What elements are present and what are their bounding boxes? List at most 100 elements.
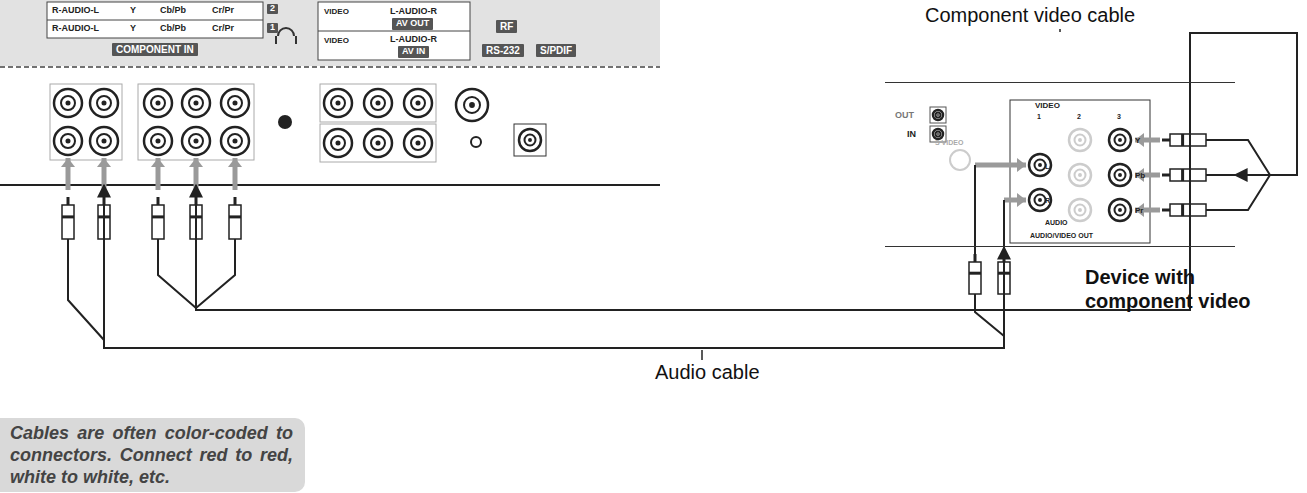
rca-jack [933, 129, 943, 139]
leader-line [1059, 29, 1061, 32]
cable-lead [68, 239, 104, 340]
panel-edge [0, 184, 660, 186]
rca-jack [144, 89, 172, 117]
rca-jack-ring [97, 96, 111, 110]
s-video-jack [950, 150, 970, 170]
port-title: RF [496, 20, 517, 33]
jack-frame [930, 107, 946, 123]
group-title: AUDIO/VIDEO OUT [1030, 232, 1093, 240]
rca-jack-ring [1115, 205, 1126, 216]
cable-label: Audio cable [652, 361, 763, 384]
label-table [47, 2, 263, 38]
rca-jack-pin [335, 100, 340, 105]
rca-jack-ring [936, 132, 941, 137]
rca-jack-pin [1118, 208, 1122, 212]
rca-jack [182, 89, 210, 117]
rca-jack [1029, 189, 1051, 211]
rca-jack [324, 89, 352, 117]
cable-lead [1206, 140, 1270, 175]
jack-label: Cb/Pb [160, 24, 186, 34]
jack-frame [138, 84, 254, 160]
plug-band [969, 272, 981, 275]
dashed-rule [0, 66, 660, 68]
rca-jack-pin [1038, 198, 1042, 202]
jack-frame [50, 84, 122, 160]
insert-arrowhead [1135, 133, 1144, 147]
jack-frame [1010, 100, 1150, 243]
rca-jack-pin [193, 138, 198, 143]
rs232-jack [471, 137, 481, 147]
rca-jack-pin [335, 140, 340, 145]
rca-jack [404, 129, 432, 157]
note-box: Cables are often color-coded to connecto… [0, 418, 305, 492]
jack-label: Y [1135, 137, 1140, 146]
leader-line [701, 350, 703, 360]
cable-lead [1206, 175, 1270, 210]
rca-jack-ring [151, 134, 165, 148]
rca-plug [1170, 134, 1206, 146]
cable [104, 185, 1004, 348]
rca-jack [90, 127, 118, 155]
jack-label: VIDEO [324, 37, 349, 46]
rca-jack [364, 89, 392, 117]
rca-jack [1029, 154, 1051, 176]
rca-jack-ring [1035, 160, 1046, 171]
rca-jack-pin [375, 140, 380, 145]
plug-band [62, 215, 74, 218]
jack-label: S VIDEO [935, 139, 963, 147]
rca-jack [90, 89, 118, 117]
rca-jack-pin [937, 133, 939, 135]
jack-label: Cr/Pr [212, 6, 234, 16]
jack-label: Pr [1135, 207, 1143, 216]
rca-jack-pin [1038, 163, 1042, 167]
rca-jack-pin [415, 140, 420, 145]
rca-jack [324, 129, 352, 157]
group-title: AV OUT [392, 18, 433, 30]
plug-band [1181, 134, 1184, 146]
device-panel: OUTINVIDEO123S VIDEOLRYPbPrAUDIOAUDIO/VI… [885, 82, 1235, 247]
jack-label: L-AUDIO-R [390, 7, 437, 17]
rca-jack [456, 89, 488, 121]
plug-band [229, 215, 241, 218]
rca-jack-ring [371, 136, 385, 150]
input-number: 1 [267, 23, 278, 33]
rca-jack-ring [331, 136, 345, 150]
rca-jack-pin [1078, 173, 1082, 177]
rca-jack-ring [1035, 195, 1046, 206]
rca-jack-pin [65, 138, 70, 143]
column-number: 1 [1037, 113, 1041, 121]
tv-panel: R-AUDIO-LYCb/PbCr/Pr2R-AUDIO-LYCb/PbCr/P… [0, 0, 660, 185]
cable-lead [1206, 174, 1235, 176]
group-title: AUDIO [1045, 219, 1068, 227]
cable-lead [158, 239, 196, 308]
rca-jack-pin [232, 138, 237, 143]
column-number: 2 [1077, 113, 1081, 121]
insert-arrowhead [97, 158, 111, 167]
rca-jack-ring [97, 134, 111, 148]
cable-lead [975, 294, 1004, 336]
cable-lead [196, 239, 235, 308]
plug-tip [974, 254, 977, 262]
jack-frame [320, 124, 436, 162]
rca-jack-ring [936, 113, 941, 118]
jack-label: R-AUDIO-L [52, 6, 99, 16]
rca-jack-pin [1078, 138, 1082, 142]
rca-jack-ring [1115, 135, 1126, 146]
port-title: S/PDIF [536, 44, 576, 57]
plug-tip [1162, 209, 1170, 212]
rca-jack [1069, 199, 1091, 221]
rca-jack-pin [415, 100, 420, 105]
rca-plug [1170, 169, 1206, 181]
plug-band [1181, 204, 1184, 216]
note-text: Cables are often color-coded to connecto… [10, 422, 293, 488]
headphone-icon [276, 28, 296, 44]
port-title: RS-232 [482, 44, 524, 57]
column-number: 3 [1117, 113, 1121, 121]
insert-arrowhead [61, 158, 75, 167]
rca-jack-pin [375, 100, 380, 105]
rca-jack-ring [61, 96, 75, 110]
rca-jack-pin [1078, 208, 1082, 212]
rca-jack [1109, 129, 1131, 151]
rca-jack [54, 89, 82, 117]
jack-label: Y [130, 6, 136, 16]
